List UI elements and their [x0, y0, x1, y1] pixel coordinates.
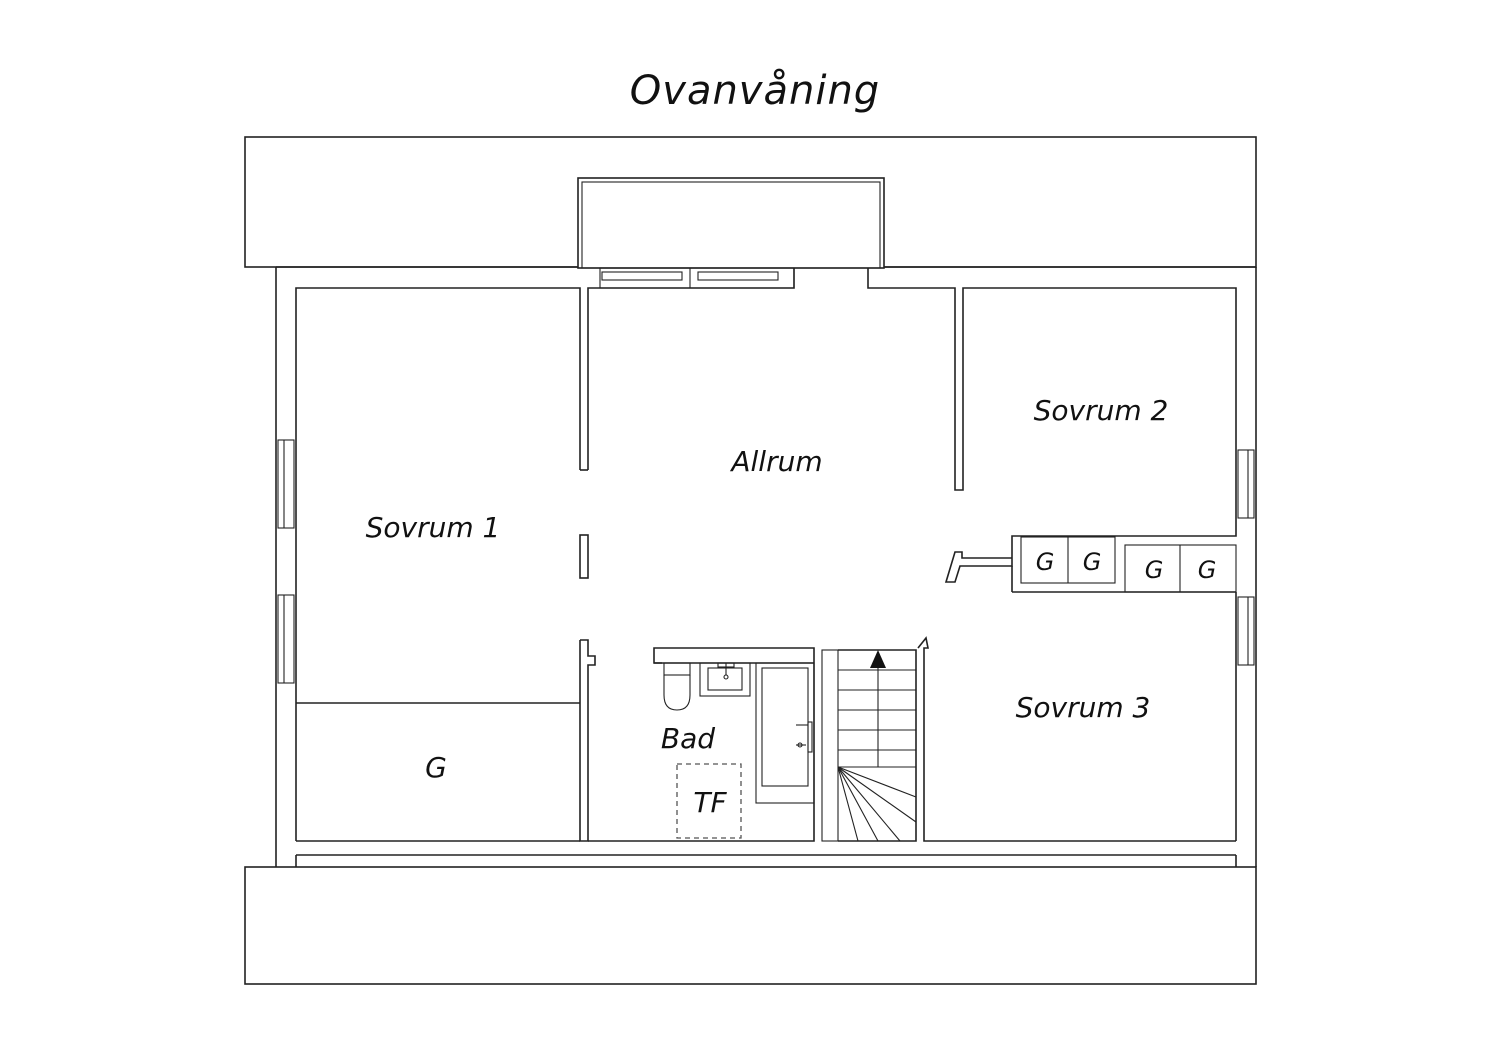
label-closet-d: G	[1198, 556, 1217, 584]
label-allrum: Allrum	[729, 445, 822, 478]
room-sovrum-3	[917, 636, 1236, 842]
plan-title: Ovanvåning	[630, 68, 880, 114]
closet-row	[1020, 536, 1237, 593]
balcony	[577, 177, 885, 269]
room-bad	[588, 647, 815, 842]
label-tf: TF	[693, 786, 727, 819]
right-windows	[1237, 449, 1255, 666]
label-closet-left: G	[425, 751, 447, 784]
up-arrow-icon	[870, 650, 886, 668]
label-bad: Bad	[661, 722, 715, 755]
label-closet-c: G	[1145, 556, 1164, 584]
staircase	[821, 649, 917, 842]
label-closet-a: G	[1036, 548, 1055, 576]
outer-walls	[275, 266, 1257, 867]
label-closet-b: G	[1083, 548, 1102, 576]
balcony-windows	[599, 267, 795, 289]
left-windows	[277, 439, 295, 684]
room-sovrum-1	[295, 287, 600, 842]
label-sovrum-2: Sovrum 2	[1034, 394, 1169, 427]
label-sovrum-1: Sovrum 1	[366, 511, 501, 544]
label-sovrum-3: Sovrum 3	[1016, 691, 1151, 724]
roof-bottom	[244, 866, 1257, 985]
room-allrum	[600, 268, 1237, 841]
